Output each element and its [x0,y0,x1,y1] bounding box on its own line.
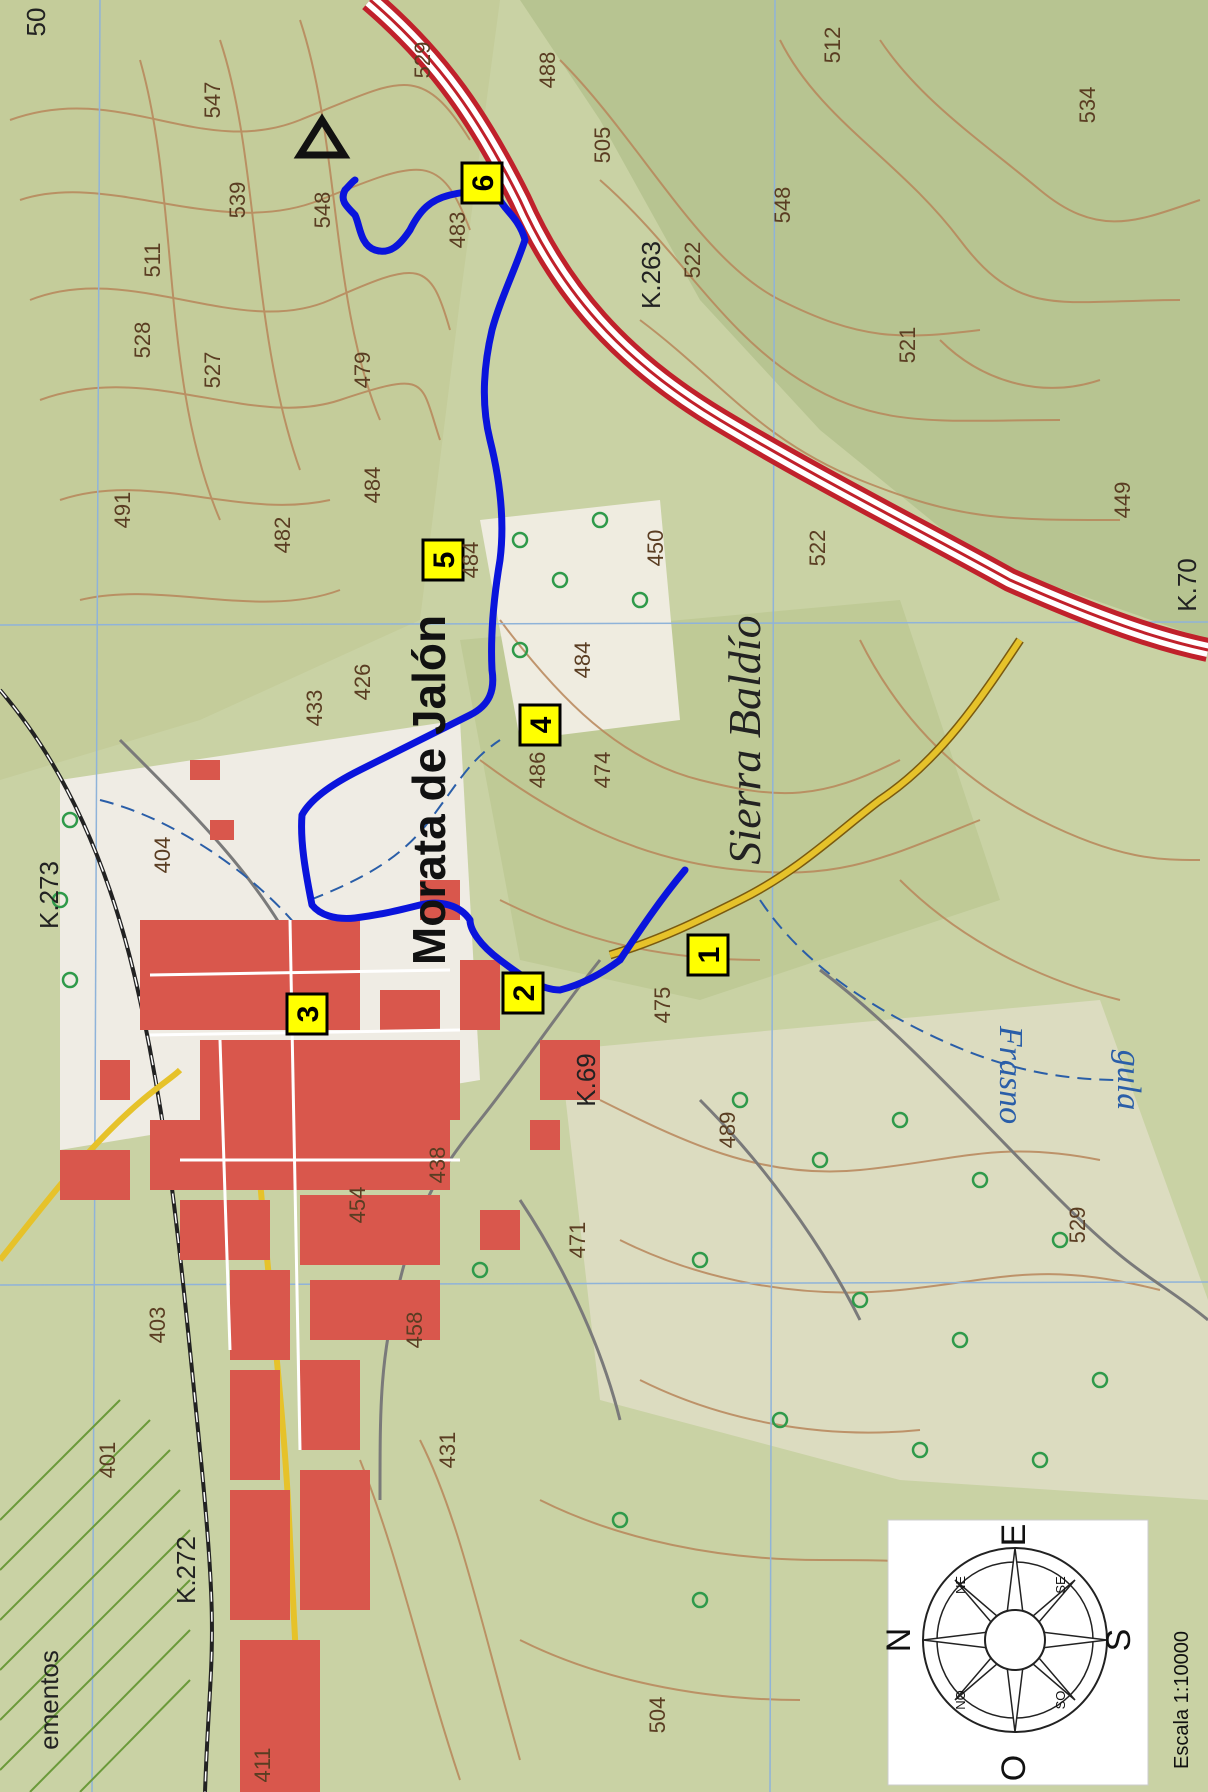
waypoint-6[interactable]: 6 [460,161,504,205]
compass-west: O [995,1755,1033,1781]
spot-height: 505 [590,127,615,164]
road-km-label: K.272 [171,1536,201,1604]
waypoint-box [421,538,465,582]
spot-height: 401 [95,1442,120,1479]
spot-height: 458 [402,1312,427,1349]
spot-height: 484 [458,542,483,579]
waypoint-label: 6 [467,175,500,192]
spot-height: 522 [680,242,705,279]
spot-height: 547 [200,82,225,119]
waypoint-label: 2 [508,985,541,1002]
spot-height: 450 [643,530,668,567]
spot-height: 483 [445,212,470,249]
waypoint-box [518,703,562,747]
spot-height: 403 [145,1307,170,1344]
spot-height: 529 [1065,1207,1090,1244]
spot-height: 548 [770,187,795,224]
compass-east: E [995,1524,1033,1547]
spot-heights: 547 529 488 512 534 539 548 505 511 528 … [95,27,1135,1783]
waypoint-label: 5 [428,552,461,569]
waypoint-3[interactable]: 3 [285,992,329,1036]
road-km-label: K.70 [1172,558,1202,612]
scale-label: Escala 1:10000 [1171,1631,1193,1769]
spot-height: 512 [820,27,845,64]
spot-height: 489 [715,1112,740,1149]
spot-height: 486 [525,752,550,789]
waypoint-label: 1 [693,947,726,964]
edge-label: 50 [21,8,51,37]
hatched-area [0,1399,191,1792]
waypoint-1[interactable]: 1 [686,933,730,977]
compass-so: SO [1053,1691,1068,1710]
highway [362,0,1208,662]
river-label-gula: gula [1110,1050,1147,1110]
spot-height: 491 [110,492,135,529]
waypoint-2[interactable]: 2 [501,971,545,1015]
waypoint-label: 4 [525,716,558,733]
edge-label: ementos [34,1650,64,1750]
spot-height: 504 [645,1697,670,1734]
road-km-label: K.69 [571,1053,601,1107]
spot-height: 528 [130,322,155,359]
forest-patch [0,0,500,780]
waypoint-box [460,161,504,205]
railway [0,688,214,1792]
town-blocks [60,760,600,1792]
river-label-frasno: Frasno [992,1025,1029,1124]
spot-height: 534 [1075,87,1100,124]
compass-north: N [880,1628,918,1653]
shelter-icon [293,113,351,159]
spot-height: 521 [895,327,920,364]
compass-ne: NE [953,1576,968,1594]
spot-height: 527 [200,352,225,389]
road-km-label: K.263 [636,241,666,309]
spot-height: 522 [805,530,830,567]
spot-height: 454 [345,1187,370,1224]
road-yellow [0,1067,183,1262]
waypoint-box [501,971,545,1015]
spot-height: 438 [425,1147,450,1184]
road-yellow [609,638,1023,958]
compass-no: NO [953,1690,968,1710]
spot-height: 539 [225,182,250,219]
compass-rose: N E S O NE SE SO NO Escala 1:10000 [880,1519,1193,1786]
spot-height: 433 [302,690,327,727]
clearing [480,500,680,740]
spot-height: 411 [250,1747,275,1782]
spot-height: 471 [565,1222,590,1259]
spot-height: 475 [650,987,675,1024]
streams [99,739,1121,1081]
spot-height: 449 [1110,482,1135,519]
spot-height: 548 [310,192,335,229]
road-km-label: K.273 [34,861,64,929]
waypoint-box [285,992,329,1036]
compass-se: SE [1053,1576,1068,1594]
spot-height: 484 [570,642,595,679]
waypoint-5[interactable]: 5 [421,538,465,582]
forest-patch [520,0,1208,640]
spot-height: 484 [360,467,385,504]
waypoint-label: 3 [292,1006,325,1023]
spot-height: 479 [350,352,375,389]
waypoint-box [686,933,730,977]
spot-height: 511 [140,242,165,277]
spot-height: 426 [350,664,375,701]
spot-height: 482 [270,517,295,554]
sierra-name-label: Sierra Baldío [719,615,770,864]
waypoint-4[interactable]: 4 [518,703,562,747]
spot-height: 431 [435,1432,460,1469]
town-name-label: Morata de Jalón [403,615,455,965]
compass-south: S [1100,1629,1138,1652]
spot-height: 488 [535,52,560,89]
hiking-route [298,176,689,994]
spot-height: 474 [590,752,615,789]
spot-height: 529 [410,42,435,79]
spot-height: 404 [150,837,175,874]
